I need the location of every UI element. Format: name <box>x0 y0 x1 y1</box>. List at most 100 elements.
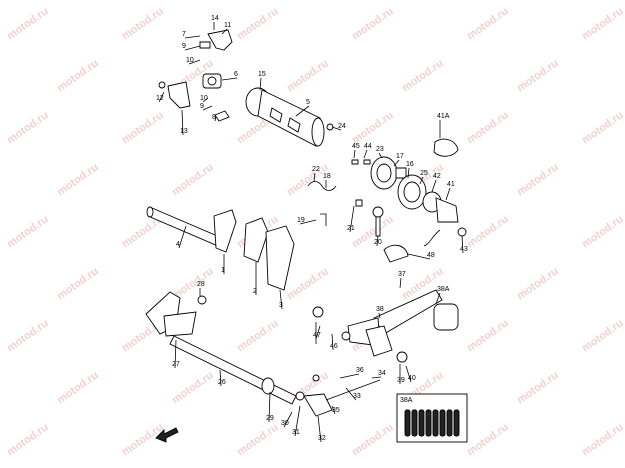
inset-label: 38A <box>400 397 413 404</box>
leader-line <box>181 109 184 136</box>
watermark-text: motod.ru <box>580 5 625 42</box>
part-label: 5 <box>306 99 310 106</box>
watermark-text: motod.ru <box>350 5 396 42</box>
part-label: 40 <box>408 375 416 382</box>
grip-rib <box>446 409 453 437</box>
part-label: 8 <box>212 114 216 121</box>
part-label: 29 <box>266 415 274 422</box>
leader-line <box>221 28 228 35</box>
watermark-text: motod.ru <box>515 57 561 94</box>
watermark-text: motod.ru <box>580 213 625 250</box>
leader-line <box>378 312 381 319</box>
part-label: 13 <box>180 128 188 135</box>
watermark-text: motod.ru <box>5 109 51 146</box>
leader-line <box>178 225 187 249</box>
watermark-text: motod.ru <box>120 109 166 146</box>
watermark-text: motod.ru <box>55 57 101 94</box>
part-label: 12 <box>156 95 164 102</box>
grip-rib <box>439 409 446 437</box>
part-label: 36 <box>356 367 364 374</box>
leader-line <box>407 167 410 179</box>
leader-line <box>294 405 301 437</box>
watermark-text: motod.ru <box>350 109 396 146</box>
leader-line <box>331 126 342 131</box>
watermark-text: motod.ru <box>350 421 396 458</box>
part-label: 38A <box>437 286 450 293</box>
part-label: 20 <box>374 239 382 246</box>
watermark-text: motod.ru <box>580 109 625 146</box>
leader-line <box>435 292 441 305</box>
part-label: 4 <box>176 241 180 248</box>
watermark-text: motod.ru <box>120 5 166 42</box>
gearshift-pawl-assembly <box>351 138 459 247</box>
watermark-text: motod.ru <box>285 57 331 94</box>
part-label: 47 <box>313 332 321 339</box>
part-label: 23 <box>376 146 384 153</box>
leader-line <box>317 415 322 443</box>
leader-line <box>295 105 310 117</box>
watermark-text: motod.ru <box>580 421 625 458</box>
part-label: 48 <box>427 252 435 259</box>
shift-forks <box>146 206 295 291</box>
part-label: 9 <box>182 43 186 50</box>
watermark-text: motod.ru <box>515 161 561 198</box>
leader-line <box>407 253 431 260</box>
watermark-text: motod.ru <box>235 317 281 354</box>
leader-line <box>202 97 209 103</box>
watermark-text: motod.ru <box>515 265 561 302</box>
watermark-text: motod.ru <box>5 213 51 250</box>
direction-arrow <box>155 427 179 443</box>
gearshift-shaft <box>145 291 297 405</box>
leader-line <box>299 219 317 225</box>
part-label: 33 <box>353 393 361 400</box>
watermark-text: motod.ru <box>465 109 511 146</box>
grip-rib <box>453 409 460 437</box>
part-label: 15 <box>258 71 266 78</box>
watermark-text: motod.ru <box>170 369 216 406</box>
part-label: 24 <box>338 123 346 130</box>
part-label: 39 <box>397 377 405 384</box>
part-label: 2 <box>253 288 257 295</box>
part-label: 27 <box>172 361 180 368</box>
leader-line <box>431 179 437 193</box>
grip-rib <box>418 409 425 437</box>
part-label: 34 <box>378 370 386 377</box>
grip-rib <box>425 409 432 437</box>
leader-line <box>331 333 334 351</box>
leader-line <box>393 159 400 167</box>
watermark-text: motod.ru <box>400 57 446 94</box>
leader-line <box>184 45 201 51</box>
part-label: 14 <box>211 15 219 22</box>
part-label: 43 <box>460 246 468 253</box>
watermark-text: motod.ru <box>5 317 51 354</box>
leader-line <box>268 391 271 423</box>
part-label: 1 <box>221 267 225 274</box>
part-label: 35 <box>332 407 340 414</box>
watermark-text: motod.ru <box>5 5 51 42</box>
leader-line <box>219 369 222 387</box>
part-label: 3 <box>279 302 283 309</box>
watermark-text: motod.ru <box>235 421 281 458</box>
leader-line <box>339 373 360 379</box>
gearshift-cam <box>245 87 334 147</box>
part-label: 10 <box>186 57 194 64</box>
part-label: 16 <box>406 161 414 168</box>
watermark-text: motod.ru <box>120 421 166 458</box>
watermark-text: motod.ru <box>465 213 511 250</box>
part-label: 45 <box>352 143 360 150</box>
part-label: 6 <box>234 71 238 78</box>
part-label: 46 <box>330 343 338 350</box>
leader-line <box>378 152 383 159</box>
part-label: 42 <box>433 173 441 180</box>
leader-line <box>461 235 464 254</box>
part-label: 9 <box>200 103 204 110</box>
part-label: 44 <box>364 143 372 150</box>
inset-grip <box>404 409 460 437</box>
watermark-text: motod.ru <box>5 421 51 458</box>
part-label: 21 <box>347 225 355 232</box>
grip-rib <box>432 409 439 437</box>
gearshift-lever <box>312 289 459 363</box>
